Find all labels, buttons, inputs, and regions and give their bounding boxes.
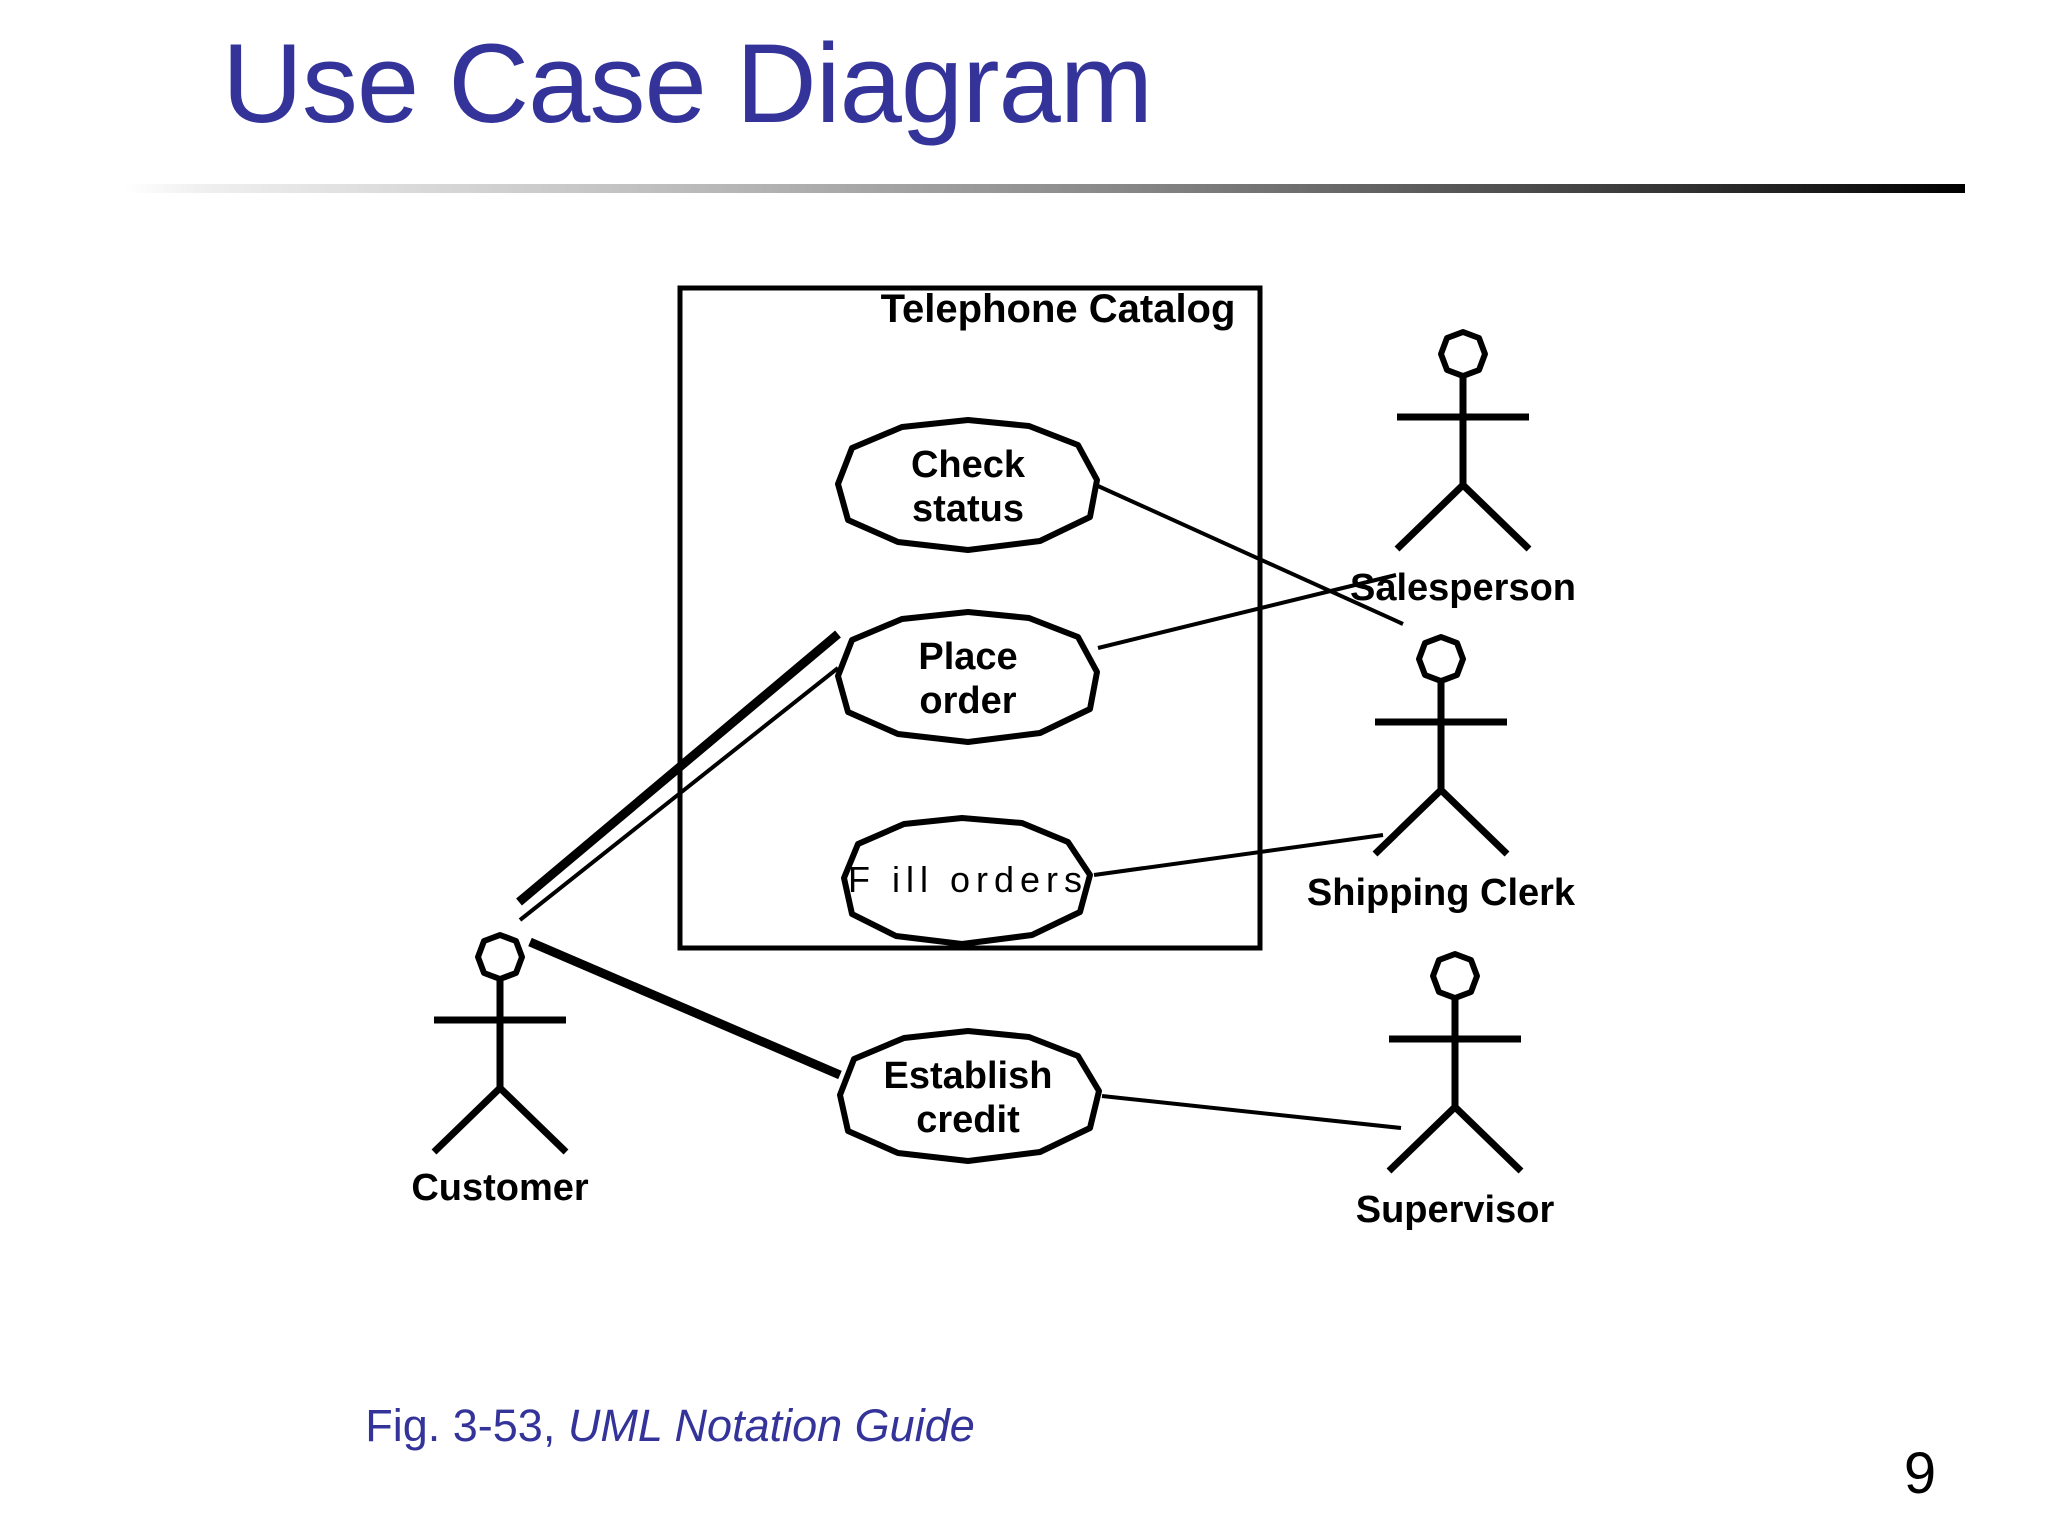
- use-case-check-status[interactable]: Check status: [835, 417, 1100, 553]
- association-salesperson-place-order: [1097, 573, 1397, 650]
- actor-supervisor-label: Supervisor: [1356, 1189, 1555, 1231]
- system-boundary-label: Telephone Catalog: [881, 287, 1236, 331]
- actor-salesperson[interactable]: Salesperson: [1350, 329, 1576, 609]
- page-number: 9: [1903, 1441, 1937, 1506]
- use-case-fill-orders-label: F ill orders: [848, 859, 1088, 900]
- use-case-place-order[interactable]: Place order: [835, 609, 1100, 745]
- association-supervisor-establish-credit: [1101, 1094, 1402, 1130]
- use-case-check-status-line2: status: [912, 488, 1024, 530]
- association-salesperson-check-status: [1097, 484, 1404, 626]
- actor-shipping-clerk-label: Shipping Clerk: [1307, 872, 1576, 914]
- association-customer-establish-credit: [528, 937, 842, 1080]
- use-case-place-order-line1: Place: [918, 636, 1017, 678]
- use-case-establish-credit[interactable]: Establish credit: [837, 1028, 1102, 1164]
- page-title: Use Case Diagram: [222, 21, 1153, 146]
- association-customer-place-order: [518, 666, 840, 922]
- actor-supervisor[interactable]: Supervisor: [1356, 951, 1555, 1231]
- actor-customer-label: Customer: [411, 1167, 589, 1209]
- use-case-check-status-line1: Check: [911, 444, 1026, 486]
- use-case-place-order-line2: order: [919, 680, 1016, 722]
- association-shipping-clerk-fill-orders: [1093, 833, 1384, 877]
- title-divider-rule: [125, 184, 1965, 193]
- figure-caption: Fig. 3-53, UML Notation Guide: [0, 1400, 1340, 1452]
- association-customer-check-status: [516, 630, 841, 906]
- use-case-establish-credit-line1: Establish: [884, 1055, 1053, 1097]
- use-case-diagram: Telephone Catalog Check status Place ord…: [0, 230, 2048, 1290]
- actor-shipping-clerk[interactable]: Shipping Clerk: [1307, 634, 1576, 914]
- figure-caption-prefix: Fig. 3-53,: [365, 1400, 556, 1451]
- actor-customer[interactable]: Customer: [411, 932, 589, 1209]
- use-case-fill-orders[interactable]: F ill orders: [841, 815, 1093, 947]
- figure-caption-source: UML Notation Guide: [567, 1400, 975, 1451]
- use-case-establish-credit-line2: credit: [916, 1099, 1020, 1141]
- actor-salesperson-label: Salesperson: [1350, 567, 1576, 609]
